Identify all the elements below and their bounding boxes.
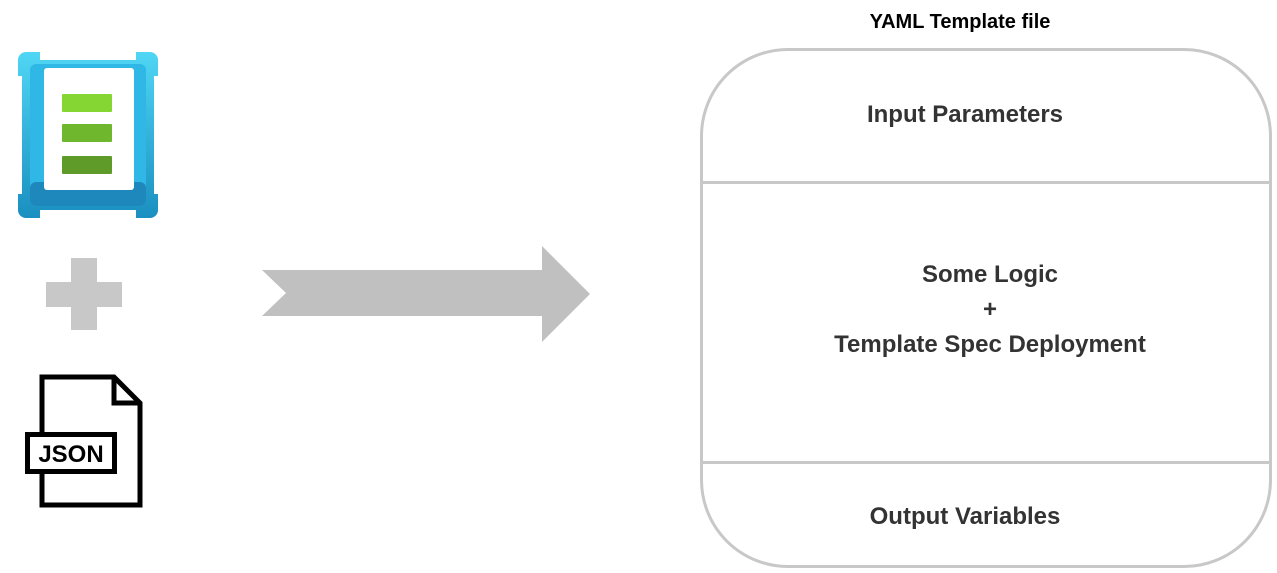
template-spec-deployment-label: Template Spec Deployment xyxy=(834,331,1146,358)
yaml-template-box xyxy=(700,48,1272,568)
right-arrow-icon xyxy=(262,246,590,342)
json-label: JSON xyxy=(38,441,103,468)
section-divider xyxy=(703,181,1269,184)
spec-bar-1 xyxy=(62,94,112,112)
output-variables-label: Output Variables xyxy=(869,503,1061,530)
logic-plus-label: + xyxy=(982,296,997,323)
section-divider xyxy=(703,461,1269,464)
json-file-icon: JSON xyxy=(25,374,143,508)
some-logic-label: Some Logic xyxy=(921,261,1059,288)
plus-icon xyxy=(46,258,122,330)
input-parameters-label: Input Parameters xyxy=(866,101,1064,128)
template-spec-icon xyxy=(18,52,158,218)
yaml-template-title: YAML Template file xyxy=(869,11,1051,33)
spec-bar-3 xyxy=(62,156,112,174)
spec-bar-2 xyxy=(62,124,112,142)
